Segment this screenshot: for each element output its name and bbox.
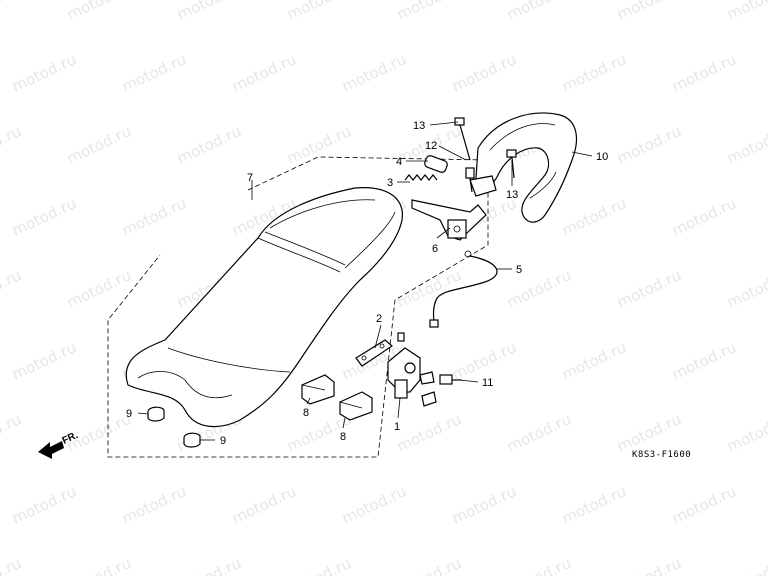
watermark-text: motod.ru <box>0 122 24 167</box>
watermark-text: motod.ru <box>9 338 79 383</box>
watermark-text: motod.ru <box>559 50 629 95</box>
watermark-text: motod.ru <box>0 266 24 311</box>
watermark-text: motod.ru <box>339 50 409 95</box>
callout-3: 3 <box>387 177 393 189</box>
assembly-frame <box>107 156 489 458</box>
watermark-text: motod.ru <box>504 554 574 576</box>
watermark-text: motod.ru <box>174 0 244 24</box>
rubber-9-upper <box>147 406 165 422</box>
seat-lock <box>387 332 437 407</box>
grab-rail <box>475 112 578 223</box>
watermark-text: motod.ru <box>9 50 79 95</box>
watermark-text: motod.ru <box>724 410 768 455</box>
watermark-text: motod.ru <box>504 410 574 455</box>
cushion-8-right <box>339 391 373 421</box>
watermark-text: motod.ru <box>614 266 684 311</box>
watermark-text: motod.ru <box>614 122 684 167</box>
watermark-text: motod.ru <box>9 194 79 239</box>
watermark-text: motod.ru <box>394 410 464 455</box>
callout-6: 6 <box>432 243 438 255</box>
watermark-text: motod.ru <box>504 0 574 24</box>
watermark-text: motod.ru <box>559 194 629 239</box>
callout-8-right: 8 <box>340 431 346 443</box>
watermark-text: motod.ru <box>0 0 24 24</box>
watermark-text: motod.ru <box>64 122 134 167</box>
callout-9-upper: 9 <box>126 408 132 420</box>
watermark-text: motod.ru <box>669 50 739 95</box>
watermark-text: motod.ru <box>64 0 134 24</box>
watermark-text: motod.ru <box>724 0 768 24</box>
watermark-text: motod.ru <box>339 482 409 527</box>
watermark-text: motod.ru <box>64 554 134 576</box>
watermark-text: motod.ru <box>614 410 684 455</box>
watermark-text: motod.ru <box>64 266 134 311</box>
callout-10: 10 <box>596 151 608 163</box>
callout-11: 11 <box>482 377 493 389</box>
watermark-text: motod.ru <box>724 266 768 311</box>
callout-1: 1 <box>394 421 400 433</box>
watermark-text: motod.ru <box>614 554 684 576</box>
bolt-13-upper <box>454 117 471 161</box>
watermark-text: motod.ru <box>559 338 629 383</box>
watermark-text: motod.ru <box>724 554 768 576</box>
rubber-9-lower <box>183 432 201 448</box>
watermark-text: motod.ru <box>449 482 519 527</box>
watermark-text: motod.ru <box>0 410 24 455</box>
callout-9-lower: 9 <box>220 435 226 447</box>
watermark-text: motod.ru <box>9 482 79 527</box>
watermark-text: motod.ru <box>284 554 354 576</box>
spring <box>404 174 438 181</box>
leader-lines <box>137 121 593 441</box>
watermark-text: motod.ru <box>724 122 768 167</box>
seat-lock-bracket <box>411 175 497 241</box>
watermark-text: motod.ru <box>669 338 739 383</box>
callout-2: 2 <box>376 313 382 325</box>
seat-lock-cable <box>429 250 498 328</box>
cushion-8-left <box>301 374 335 405</box>
watermark-text: motod.ru <box>614 0 684 24</box>
watermark-text: motod.ru <box>669 194 739 239</box>
watermark-text: motod.ru <box>119 50 189 95</box>
watermark-text: motod.ru <box>449 50 519 95</box>
callout-labels: 7 3 4 12 13 13 10 6 5 2 1 11 8 8 9 9 <box>126 120 608 447</box>
diagram-code: K8S3-F1600 <box>632 450 691 460</box>
watermark-text: motod.ru <box>119 194 189 239</box>
watermark-text: motod.ru <box>0 554 24 576</box>
watermark-text: motod.ru <box>394 554 464 576</box>
callout-13-lower: 13 <box>506 189 518 201</box>
watermark-text: motod.ru <box>119 482 189 527</box>
callout-13-upper: 13 <box>413 120 425 132</box>
watermark-text: motod.ru <box>229 482 299 527</box>
callout-8-left: 8 <box>303 407 309 419</box>
watermark-text: motod.ru <box>174 122 244 167</box>
watermark-text: motod.ru <box>229 50 299 95</box>
watermark-text: motod.ru <box>559 482 629 527</box>
watermark-text: motod.ru <box>284 0 354 24</box>
callout-7: 7 <box>247 172 253 184</box>
collar <box>424 155 448 173</box>
callout-5: 5 <box>516 264 522 276</box>
bolt-12 <box>465 167 475 193</box>
callout-12: 12 <box>425 140 437 152</box>
watermark-text: motod.ru <box>504 266 574 311</box>
watermark-text: motod.ru <box>284 122 354 167</box>
watermark-text: motod.ru <box>174 554 244 576</box>
watermark-text: motod.ru <box>669 482 739 527</box>
seat-assembly <box>125 187 403 428</box>
watermark-text: motod.ru <box>394 0 464 24</box>
watermark-text: motod.ru <box>394 266 464 311</box>
callout-4: 4 <box>396 156 402 168</box>
